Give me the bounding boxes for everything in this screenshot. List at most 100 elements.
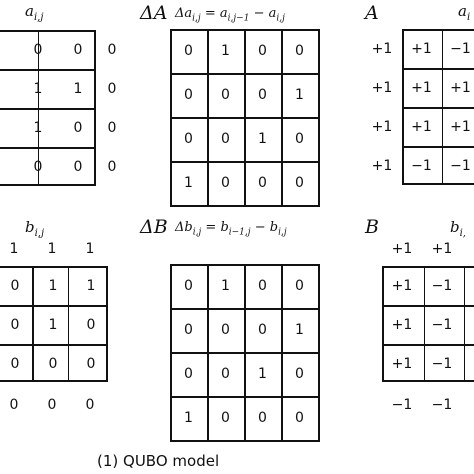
delta-b-symbol: ΔB	[140, 216, 168, 238]
a-edge-value: 0	[107, 41, 117, 58]
delta-a-cell: 0	[221, 87, 230, 103]
A-edge-value: +1	[371, 157, 393, 174]
a-matrix-grid	[0, 30, 96, 186]
b-edge-value: 1	[9, 241, 19, 257]
A-symbol: A	[365, 2, 379, 24]
B-matrix-cell: +1	[391, 355, 413, 372]
A-edge-value: +1	[371, 79, 393, 96]
a-matrix-cell: 0	[33, 158, 43, 175]
delta-a-cell: 1	[221, 43, 230, 59]
delta-b-cell: 1	[184, 410, 193, 426]
delta-b-cell: 0	[221, 322, 230, 338]
b-matrix-cell: 0	[10, 316, 20, 333]
delta-b-matrix-grid	[170, 264, 320, 442]
delta-b-cell: 1	[295, 322, 304, 338]
B-edge-value: −1	[391, 397, 413, 413]
B-matrix-cell: −1	[431, 277, 453, 294]
a-matrix-cell: 1	[73, 80, 83, 97]
b-matrix-cell: 1	[86, 277, 96, 294]
B-edge-value: −	[462, 236, 474, 262]
delta-a-cell: 0	[295, 175, 304, 191]
A-edge-value: +1	[371, 118, 393, 135]
delta-a-cell: 0	[258, 87, 267, 103]
B-matrix-cell: −1	[431, 316, 453, 333]
a-ij-label: ai,j	[25, 2, 44, 23]
b-matrix-grid	[0, 266, 108, 382]
delta-a-cell: 1	[295, 87, 304, 103]
b-edge-value: 0	[85, 397, 95, 413]
delta-b-cell: 0	[258, 278, 267, 294]
delta-a-cell: 0	[184, 43, 193, 59]
delta-b-cell: 0	[184, 322, 193, 338]
A-matrix-cell: +1	[411, 40, 432, 57]
b-ij-label: bi,j	[25, 218, 45, 239]
delta-a-cell: 0	[258, 175, 267, 191]
a-edge-value: 0	[107, 80, 117, 97]
delta-b-cell: 0	[221, 410, 230, 426]
b-edge-value: 0	[9, 397, 19, 413]
b-matrix-cell: 0	[10, 277, 20, 294]
delta-a-cell: 0	[184, 131, 193, 147]
a-matrix-cell: 1	[33, 80, 43, 97]
B-matrix-cell: +1	[391, 316, 413, 333]
delta-b-cell: 0	[258, 410, 267, 426]
B-matrix-grid	[382, 266, 474, 382]
A-matrix-grid	[402, 29, 474, 185]
delta-a-cell: 0	[295, 131, 304, 147]
A-matrix-cell: +1	[450, 79, 471, 96]
a-matrix-cell: 1	[33, 119, 43, 136]
delta-a-cell: 0	[221, 175, 230, 191]
delta-b-cell: 0	[295, 278, 304, 294]
A-matrix-cell: −1	[450, 40, 471, 57]
A-edge-value: +1	[371, 40, 393, 57]
a-edge-value: 0	[107, 119, 117, 136]
delta-a-symbol: ΔA	[140, 2, 168, 24]
A-matrix-cell: −1	[411, 157, 432, 174]
A-matrix-cell: +1	[450, 118, 471, 135]
b-matrix-cell: 1	[48, 277, 58, 294]
delta-b-cell: 0	[295, 366, 304, 382]
a-matrix-cell: 0	[73, 41, 83, 58]
delta-b-cell: 0	[184, 278, 193, 294]
a-matrix-cell: 0	[33, 41, 43, 58]
a-matrix-cell: 0	[73, 119, 83, 136]
delta-a-cell: 0	[184, 87, 193, 103]
b-edge-value: 1	[47, 241, 57, 257]
B-symbol: B	[365, 216, 379, 238]
b-matrix-cell: 1	[48, 316, 58, 333]
B-edge-value: −	[462, 390, 474, 420]
B-matrix-cell: −1	[431, 355, 453, 372]
a-edge-value: 0	[107, 158, 117, 175]
B-edge-value: +1	[431, 241, 453, 257]
B-matrix-cell: +1	[391, 277, 413, 294]
A-matrix-cell: +1	[411, 79, 432, 96]
delta-b-cell: 1	[258, 366, 267, 382]
a-matrix-cell: 0	[73, 158, 83, 175]
delta-a-cell: 0	[295, 43, 304, 59]
B-edge-value: +1	[391, 241, 413, 257]
delta-b-formula: Δbi,j = bi−1,j − bi,j	[175, 220, 287, 238]
delta-b-cell: 0	[295, 410, 304, 426]
delta-b-cell: 0	[184, 366, 193, 382]
b-edge-value: 1	[85, 241, 95, 257]
delta-a-cell: 1	[184, 175, 193, 191]
b-matrix-cell: 0	[86, 355, 96, 372]
delta-a-matrix-grid	[170, 29, 320, 207]
A-matrix-cell: +1	[411, 118, 432, 135]
A-matrix-cell: −1	[450, 157, 471, 174]
delta-a-cell: 1	[258, 131, 267, 147]
delta-a-cell: 0	[258, 43, 267, 59]
b-matrix-cell: 0	[10, 355, 20, 372]
delta-b-cell: 0	[258, 322, 267, 338]
delta-b-cell: 0	[221, 366, 230, 382]
b-matrix-cell: 0	[48, 355, 58, 372]
delta-a-formula: Δai,j = ai,j−1 − ai,j	[175, 6, 285, 24]
B-edge-value: −1	[431, 397, 453, 413]
delta-b-cell: 1	[221, 278, 230, 294]
b-edge-value: 0	[47, 397, 57, 413]
A-a-label: ai	[458, 2, 471, 23]
figure-caption: (1) QUBO model	[97, 452, 220, 470]
delta-a-cell: 0	[221, 131, 230, 147]
b-matrix-cell: 0	[86, 316, 96, 333]
B-b-label: bi,	[450, 218, 466, 239]
